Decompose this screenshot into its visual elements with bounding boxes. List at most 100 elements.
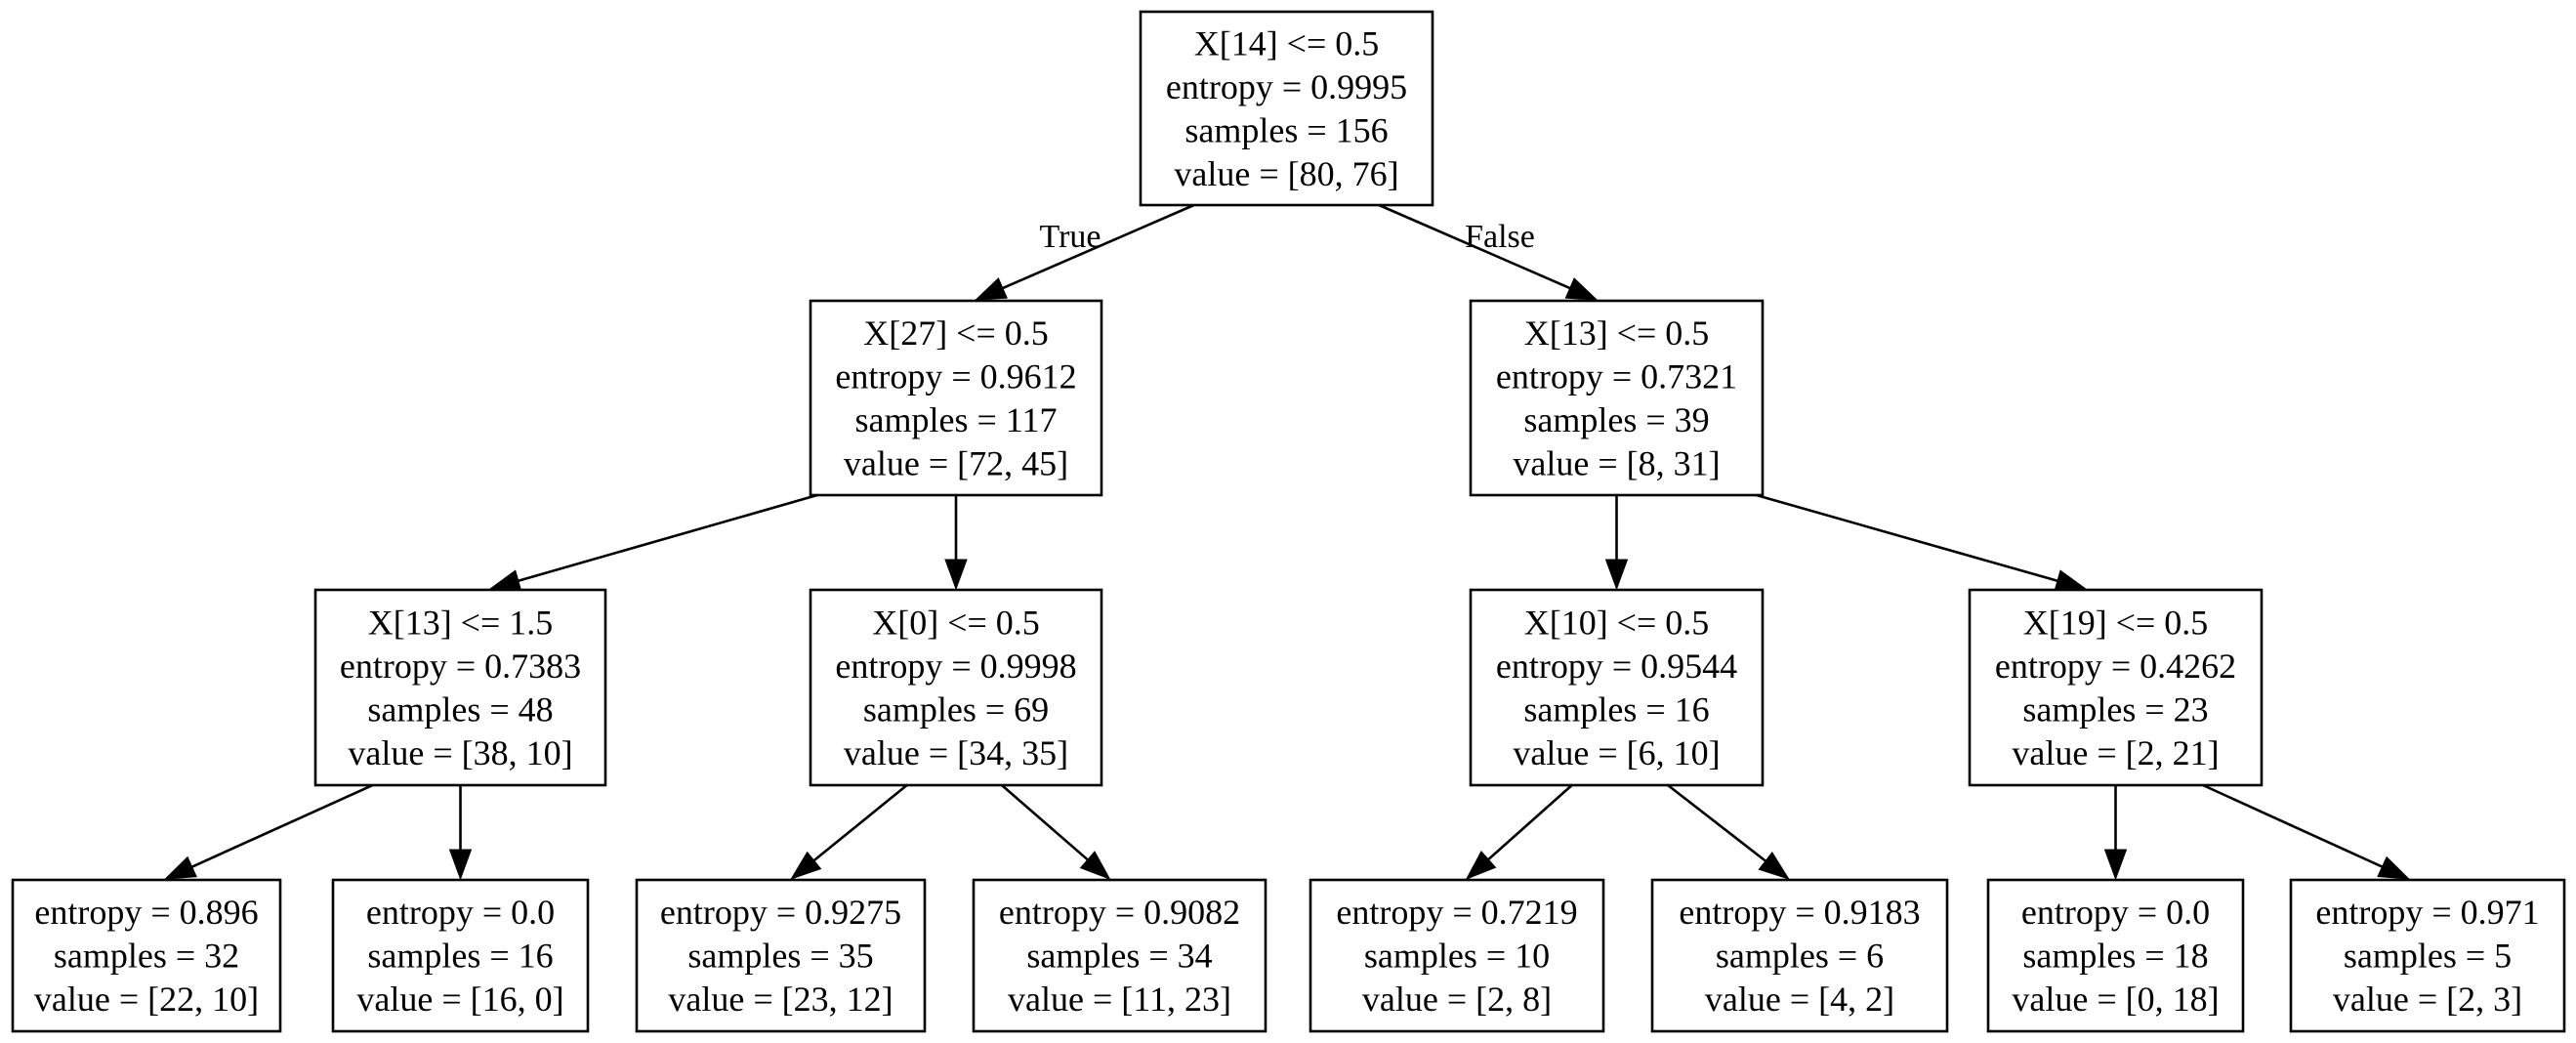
node-line: entropy = 0.0 (2021, 893, 2210, 932)
node-line: samples = 156 (1184, 110, 1388, 149)
node-line: samples = 10 (1364, 937, 1550, 976)
node-line: X[10] <= 0.5 (1524, 603, 1710, 642)
node-box (313, 588, 607, 787)
node-box (809, 588, 1103, 787)
tree-node-left-right-right: entropy = 0.9082 samples = 34 value = [11,… (972, 878, 1267, 1033)
arrowhead-left-right (944, 559, 968, 591)
node-box (1986, 878, 2245, 1033)
node-line: entropy = 0.7383 (340, 647, 581, 686)
node-line: samples = 23 (2022, 689, 2208, 729)
node-line: samples = 32 (54, 937, 239, 976)
edge-right-right-to-right-right-right (2202, 783, 2384, 868)
tree-node-left-left-left: entropy = 0.896 samples = 32 value = [22, … (11, 878, 282, 1033)
tree-node-right-right-left: entropy = 0.0 samples = 18 value = [0, 18] (1986, 878, 2245, 1033)
edge-left-to-left-left (518, 493, 818, 582)
node-line: samples = 18 (2022, 937, 2208, 976)
node-box (635, 878, 927, 1033)
node-line: value = [2, 3] (2333, 980, 2522, 1019)
node-line: X[13] <= 1.5 (368, 603, 554, 642)
arrowhead-right-left-right (1758, 852, 1790, 880)
node-line: value = [2, 8] (1362, 980, 1552, 1019)
tree-node-left-right-left: entropy = 0.9275 samples = 35 value = [23,… (635, 878, 927, 1033)
node-line: samples = 5 (2344, 937, 2512, 976)
node-line: entropy = 0.0 (366, 893, 555, 932)
node-line: X[27] <= 0.5 (863, 313, 1049, 353)
node-line: entropy = 0.9082 (999, 893, 1240, 932)
node-line: value = [80, 76] (1174, 154, 1398, 193)
node-box (1309, 878, 1605, 1033)
node-line: X[13] <= 0.5 (1524, 313, 1710, 353)
node-line: entropy = 0.9183 (1679, 893, 1920, 932)
node-line: value = [8, 31] (1513, 443, 1720, 482)
node-box (1139, 10, 1434, 207)
edge-right-left-to-right-left-left (1487, 784, 1573, 861)
arrowhead-left-left (488, 569, 522, 592)
node-box (11, 878, 282, 1033)
node-box (1469, 299, 1765, 497)
node-line: samples = 117 (855, 400, 1058, 439)
tree-node-right-left-right: entropy = 0.9183 samples = 6 value = [4, 2… (1650, 878, 1949, 1033)
node-line: entropy = 0.7219 (1336, 893, 1577, 932)
tree-node-left-left-right: entropy = 0.0 samples = 16 value = [16, 0] (331, 878, 590, 1033)
edge-label-false: False (1465, 219, 1535, 255)
node-box (2289, 878, 2566, 1033)
node-line: samples = 16 (367, 937, 553, 976)
arrowhead-right-left (1604, 559, 1629, 591)
node-line: samples = 48 (367, 689, 553, 729)
node-line: entropy = 0.7321 (1496, 356, 1737, 396)
node-line: X[19] <= 0.5 (2023, 603, 2209, 642)
node-line: samples = 34 (1026, 937, 1212, 976)
node-line: samples = 69 (863, 689, 1049, 729)
arrowhead-left-left-left (163, 855, 197, 880)
node-box (1650, 878, 1949, 1033)
arrowhead-left-right-right (1079, 851, 1111, 880)
node-line: value = [22, 10] (34, 980, 259, 1019)
node-line: value = [0, 18] (2012, 980, 2219, 1019)
node-box (809, 299, 1103, 497)
arrowhead-left-left-right (448, 849, 473, 881)
edge-right-left-to-right-left-right (1667, 783, 1766, 862)
node-line: entropy = 0.896 (34, 893, 258, 932)
node-line: entropy = 0.9612 (835, 356, 1076, 396)
edge-left-right-to-left-right-right (1001, 784, 1089, 861)
node-line: entropy = 0.971 (2315, 893, 2539, 932)
node-line: value = [72, 45] (844, 443, 1068, 482)
tree-node-right-right-right: entropy = 0.971 samples = 5 value = [2, 3] (2289, 878, 2566, 1033)
edge-label-true: True (1040, 219, 1101, 255)
node-line: value = [4, 2] (1705, 980, 1894, 1019)
arrowhead-right-right-left (2103, 849, 2128, 881)
tree-edges (163, 203, 2411, 881)
arrowhead-right-left-left (1465, 850, 1497, 880)
node-line: value = [2, 21] (2012, 733, 2219, 772)
arrowhead-left (974, 277, 1008, 301)
node-line: samples = 39 (1523, 400, 1709, 439)
node-line: value = [11, 23] (1008, 980, 1231, 1019)
arrowhead-right (1564, 277, 1599, 301)
node-box (1469, 588, 1765, 787)
node-line: samples = 16 (1523, 689, 1709, 729)
node-line: entropy = 0.9275 (660, 893, 901, 932)
node-line: value = [16, 0] (356, 980, 563, 1019)
node-line: entropy = 0.9995 (1166, 67, 1407, 106)
node-line: value = [38, 10] (348, 733, 572, 772)
edge-left-right-to-left-right-left (812, 783, 908, 862)
edge-right-to-right-right (1756, 493, 2058, 583)
node-line: value = [6, 10] (1513, 733, 1720, 772)
node-line: entropy = 0.4262 (1995, 647, 2236, 686)
arrowhead-right-right (2054, 569, 2088, 592)
node-line: value = [23, 12] (668, 980, 893, 1019)
edge-left-left-to-left-left-left (191, 783, 374, 868)
tree-edge-labels: True False (1040, 219, 1535, 255)
node-box (972, 878, 1267, 1033)
node-line: samples = 6 (1716, 937, 1884, 976)
node-box (331, 878, 590, 1033)
node-line: samples = 35 (687, 937, 873, 976)
